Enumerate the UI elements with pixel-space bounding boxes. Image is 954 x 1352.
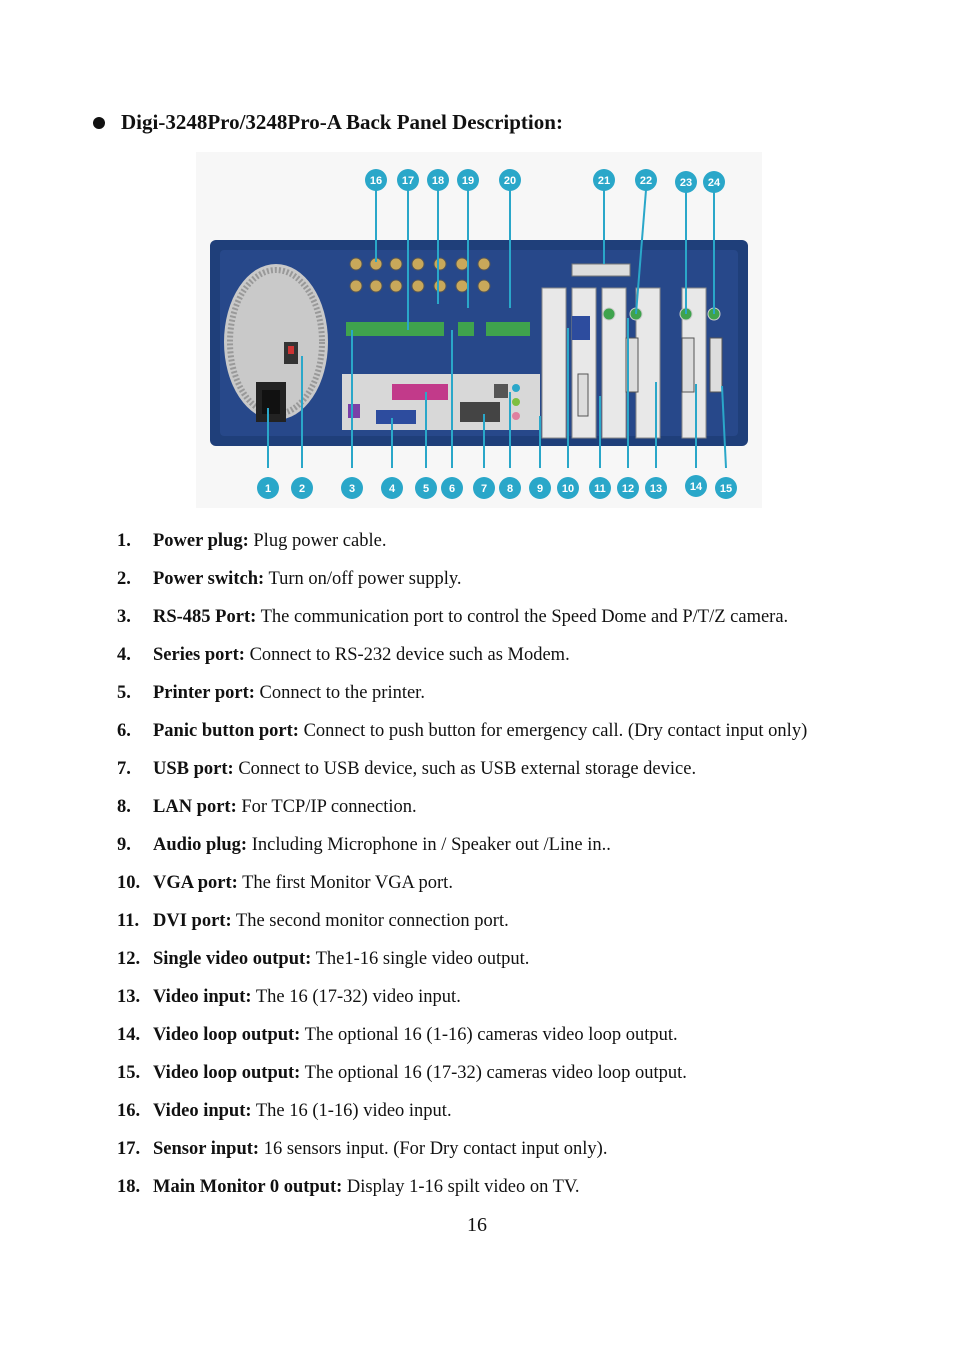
svg-text:14: 14 [690,481,703,493]
callouts-bottom: 1 2 3 4 5 6 7 8 9 10 11 12 13 14 15 [257,475,737,499]
svg-text:24: 24 [708,177,721,189]
list-item: 11.DVI port: The second monitor connecti… [117,911,509,931]
sensor-terminal-block [346,322,444,336]
callout-12: 12 [617,477,639,499]
svg-text:20: 20 [504,175,516,187]
callout-14: 14 [685,475,707,497]
vga-port [572,316,590,340]
callout-24: 24 [703,171,725,193]
callout-1: 1 [257,477,279,499]
svg-text:6: 6 [449,483,455,495]
svg-text:8: 8 [507,483,513,495]
svg-text:17: 17 [402,175,414,187]
svg-text:21: 21 [598,175,610,187]
page-number: 16 [467,1214,487,1236]
callout-7: 7 [473,477,495,499]
callout-6: 6 [441,477,463,499]
back-panel-illustration: 16 17 18 19 20 21 22 23 24 1 2 3 4 5 6 7… [210,169,748,499]
list-item: 1.Power plug: Plug power cable. [117,531,387,551]
list-item: 5.Printer port: Connect to the printer. [117,683,425,703]
callout-10: 10 [557,477,579,499]
callout-5: 5 [415,477,437,499]
svg-text:15: 15 [720,483,732,495]
list-item: 6.Panic button port: Connect to push but… [117,721,808,741]
usb-ports [460,402,500,422]
callout-4: 4 [381,477,403,499]
callout-23: 23 [675,171,697,193]
list-item: 13.Video input: The 16 (17-32) video inp… [117,987,461,1007]
svg-text:22: 22 [640,175,652,187]
list-item: 7.USB port: Connect to USB device, such … [117,759,697,779]
list-item: 8.LAN port: For TCP/IP connection. [117,797,417,817]
svg-text:1: 1 [265,483,271,495]
section-heading: Digi-3248Pro/3248Pro-A Back Panel Descri… [93,110,563,135]
db-connector [571,263,631,277]
callout-21: 21 [593,169,615,191]
callout-17: 17 [397,169,419,191]
callout-11: 11 [589,477,611,499]
svg-text:7: 7 [481,483,487,495]
callout-19: 19 [457,169,479,191]
rs485-terminal-block [486,322,530,336]
svg-text:19: 19 [462,175,474,187]
svg-text:10: 10 [562,483,574,495]
callout-22: 22 [635,169,657,191]
callout-9: 9 [529,477,551,499]
list-item: 17.Sensor input: 16 sensors input. (For … [117,1139,608,1159]
svg-text:4: 4 [389,483,396,495]
serial-port [376,410,416,424]
svg-text:5: 5 [423,483,429,495]
svg-text:12: 12 [622,483,634,495]
callout-20: 20 [499,169,521,191]
svg-text:3: 3 [349,483,355,495]
lan-port [494,384,508,398]
io-shield [342,374,540,430]
svg-text:13: 13 [650,483,662,495]
list-item: 18.Main Monitor 0 output: Display 1-16 s… [117,1177,580,1197]
svg-text:18: 18 [432,175,444,187]
callout-8: 8 [499,477,521,499]
callout-3: 3 [341,477,363,499]
dvi-port [577,373,589,417]
printer-port [392,384,448,400]
callout-2: 2 [291,477,313,499]
list-item: 4.Series port: Connect to RS-232 device … [117,645,570,665]
svg-text:11: 11 [594,483,606,495]
back-panel-figure: 16 17 18 19 20 21 22 23 24 1 2 3 4 5 6 7… [196,152,762,508]
list-item: 16.Video input: The 16 (1-16) video inpu… [117,1101,452,1121]
callout-16: 16 [365,169,387,191]
list-item: 10.VGA port: The first Monitor VGA port. [117,873,453,893]
svg-text:9: 9 [537,483,543,495]
callouts-top: 16 17 18 19 20 21 22 23 24 [365,169,725,193]
heading-text: Digi-3248Pro/3248Pro-A Back Panel Descri… [121,110,563,134]
list-item: 12.Single video output: The1-16 single v… [117,949,530,969]
list-item: 9.Audio plug: Including Microphone in / … [117,835,611,855]
port-description-list: 1.Power plug: Plug power cable. 2.Power … [117,528,807,1212]
bullet-icon [93,116,105,129]
list-item: 2.Power switch: Turn on/off power supply… [117,569,462,589]
panic-terminal-block [458,322,474,336]
callout-18: 18 [427,169,449,191]
list-item: 3.RS-485 Port: The communication port to… [117,607,789,627]
callout-13: 13 [645,477,667,499]
svg-text:2: 2 [299,483,305,495]
callout-15: 15 [715,477,737,499]
list-item: 15.Video loop output: The optional 16 (1… [117,1063,687,1083]
callout-leader-lines [267,189,727,469]
svg-text:23: 23 [680,177,692,189]
svg-text:16: 16 [370,175,382,187]
list-item: 14.Video loop output: The optional 16 (1… [117,1025,678,1045]
